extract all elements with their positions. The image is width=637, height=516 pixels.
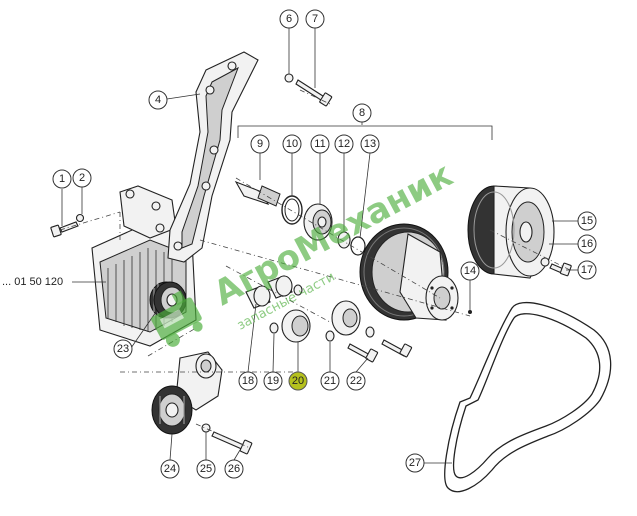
washer-6 <box>284 73 294 83</box>
callout-24-label: 24 <box>164 463 176 475</box>
callout-2-label: 2 <box>79 172 85 184</box>
callout-18-label: 18 <box>242 375 254 387</box>
callout-27-label: 27 <box>409 457 421 469</box>
callout-26-label: 26 <box>228 463 240 475</box>
callout-17-label: 17 <box>581 264 593 276</box>
callout-20-label: 20 <box>292 375 304 387</box>
bearing-11 <box>303 203 333 241</box>
callout-1-label: 1 <box>59 173 65 185</box>
snap-ring-10 <box>281 195 303 225</box>
roller-21 <box>331 300 361 336</box>
callout-12-label: 12 <box>338 138 350 150</box>
callout-11[interactable]: 11 <box>310 134 330 154</box>
callout-10-label: 10 <box>286 138 298 150</box>
callout-16[interactable]: 16 <box>577 234 597 254</box>
callout-25[interactable]: 25 <box>196 459 216 479</box>
callout-15[interactable]: 15 <box>577 211 597 231</box>
callout-23[interactable]: 23 <box>113 339 133 359</box>
washer-21 <box>325 330 335 342</box>
callout-13-label: 13 <box>364 138 376 150</box>
callout-16-label: 16 <box>581 238 593 250</box>
belt-tensioner <box>151 351 223 435</box>
callout-6[interactable]: 6 <box>279 9 299 29</box>
bolt-7 <box>295 79 333 107</box>
callout-10[interactable]: 10 <box>282 134 302 154</box>
washer-19 <box>269 322 279 334</box>
callout-21-label: 21 <box>324 375 336 387</box>
callout-6-label: 6 <box>286 13 292 25</box>
callout-18[interactable]: 18 <box>238 371 258 391</box>
callout-11-label: 11 <box>314 138 325 150</box>
alternator-bracket <box>119 185 177 239</box>
washer-21b <box>365 326 375 338</box>
drive-belt <box>444 301 612 493</box>
reference-label: ... 01 50 120 <box>2 276 63 288</box>
washer-2 <box>75 213 85 223</box>
callout-8[interactable]: 8 <box>352 103 372 123</box>
callout-7[interactable]: 7 <box>305 9 325 29</box>
callout-14[interactable]: 14 <box>460 261 480 281</box>
callout-13[interactable]: 13 <box>360 134 380 154</box>
fan-pulley <box>467 185 555 279</box>
callout-4-label: 4 <box>155 94 161 106</box>
callout-9-label: 9 <box>257 138 263 150</box>
callout-26[interactable]: 26 <box>224 459 244 479</box>
roller-20 <box>281 309 311 343</box>
roller-18 <box>245 285 271 309</box>
bolt-1 <box>50 221 79 238</box>
washer-25 <box>201 423 211 433</box>
bolt-22 <box>347 339 413 363</box>
washer-16 <box>540 257 550 267</box>
callout-20[interactable]: 20 <box>288 371 308 391</box>
crank-pulley <box>359 223 459 321</box>
callout-1[interactable]: 1 <box>52 169 72 189</box>
callout-2[interactable]: 2 <box>72 168 92 188</box>
callout-25-label: 25 <box>200 463 212 475</box>
watermark-logo-icon <box>151 290 203 347</box>
mounting-plate <box>167 51 259 263</box>
callout-19[interactable]: 19 <box>263 371 283 391</box>
callout-19-label: 19 <box>267 375 279 387</box>
bolt-26 <box>211 431 253 455</box>
callout-12[interactable]: 12 <box>334 134 354 154</box>
pin-14 <box>468 310 472 314</box>
callout-24[interactable]: 24 <box>160 459 180 479</box>
callout-22-label: 22 <box>350 375 362 387</box>
callout-17[interactable]: 17 <box>577 260 597 280</box>
callout-27[interactable]: 27 <box>405 453 425 473</box>
leader-lines <box>61 28 578 464</box>
callout-8-label: 8 <box>359 107 365 119</box>
callout-22[interactable]: 22 <box>346 371 366 391</box>
washer-19b <box>293 284 303 296</box>
callout-15-label: 15 <box>581 215 593 227</box>
roller-18b <box>267 275 293 299</box>
shaft-pin-9 <box>234 180 281 207</box>
callout-14-label: 14 <box>464 265 476 277</box>
callout-23-label: 23 <box>117 343 129 355</box>
callout-9[interactable]: 9 <box>250 134 270 154</box>
callout-21[interactable]: 21 <box>320 371 340 391</box>
callout-4[interactable]: 4 <box>148 90 168 110</box>
bolt-17 <box>549 262 572 277</box>
callout-7-label: 7 <box>312 13 318 25</box>
